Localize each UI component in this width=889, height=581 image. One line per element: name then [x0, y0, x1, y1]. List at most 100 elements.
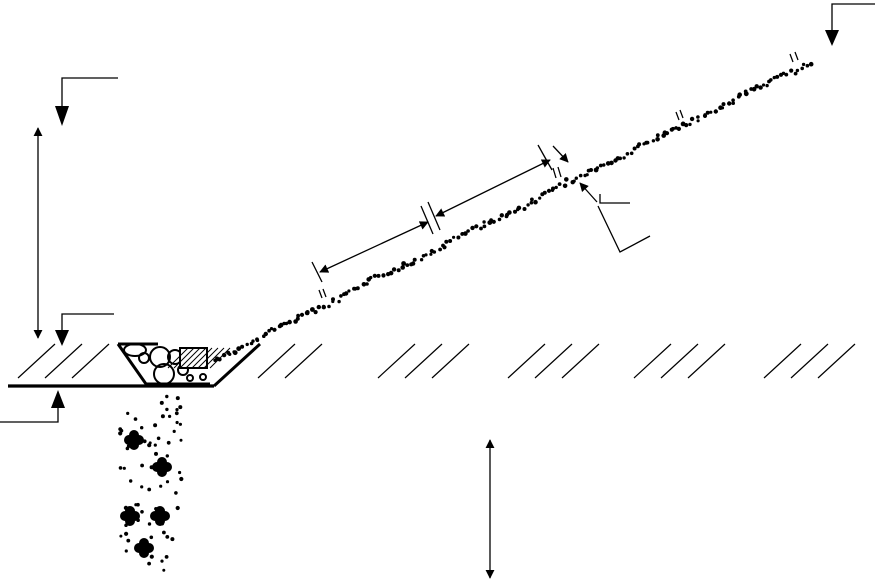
debris-dot-icon	[164, 555, 169, 559]
hatch-line	[17, 343, 56, 379]
debris-dot-icon	[507, 210, 512, 215]
debris-dot-icon	[758, 85, 763, 90]
debris-dot-icon	[148, 441, 152, 445]
debris-dot-icon	[602, 163, 606, 167]
hatch-line	[257, 343, 296, 379]
debris-dot-icon	[365, 282, 369, 286]
debris-dot-icon	[255, 338, 260, 343]
hatch-line	[817, 343, 856, 379]
debris-dot-icon	[140, 426, 144, 430]
debris-dot-icon	[637, 142, 642, 147]
debris-dot-icon	[165, 535, 170, 539]
debris-dot-icon	[133, 417, 138, 421]
debris-dot-icon	[165, 454, 169, 458]
debris-dot-icon	[245, 342, 249, 347]
hatch-line	[167, 347, 189, 369]
debris-dot-icon	[147, 522, 152, 526]
debris-dot-icon	[775, 74, 780, 79]
debris-dot-icon	[751, 86, 757, 92]
debris-dot-icon	[299, 312, 305, 317]
debris-dot-icon	[159, 484, 163, 488]
debris-dot-icon	[140, 485, 144, 489]
debris-dot-icon	[165, 394, 169, 399]
debris-dot-icon	[598, 163, 603, 168]
hatch-line	[44, 343, 83, 379]
debris-dot-icon	[466, 229, 470, 233]
debris-dot-icon	[572, 179, 576, 183]
debris-dot-icon	[124, 549, 128, 553]
debris-dot-icon	[769, 78, 773, 82]
hatch-line	[377, 343, 416, 379]
debris-dot-icon	[129, 479, 133, 483]
dimension-arrow-icon	[319, 221, 429, 273]
debris-dot-icon	[482, 224, 487, 229]
debris-dot-icon	[321, 305, 326, 310]
debris-dot-icon	[405, 263, 410, 267]
debris-dot-icon	[381, 273, 386, 278]
boulder-icon	[138, 352, 150, 364]
debris-dot-icon	[305, 310, 310, 315]
debris-dot-icon	[538, 196, 542, 200]
debris-dot-icon	[372, 273, 377, 278]
debris-dot-icon	[684, 123, 689, 128]
debris-dot-icon	[178, 470, 182, 475]
debris-dot-icon	[789, 68, 794, 73]
debris-dot-icon	[448, 239, 453, 243]
debris-dot-icon	[337, 299, 341, 304]
debris-dot-icon	[743, 91, 749, 97]
boulder-icon	[199, 373, 207, 381]
hatch-line	[284, 343, 323, 379]
debris-dot-icon	[140, 510, 144, 514]
debris-dot-icon	[174, 411, 179, 416]
path-tick-marks	[318, 51, 799, 299]
debris-dot-icon	[178, 405, 183, 410]
boulder-icon	[149, 346, 171, 368]
hatch-line	[660, 343, 699, 379]
debris-dot-icon	[343, 291, 349, 296]
debris-dot-icon	[251, 339, 255, 343]
debris-dot-icon	[313, 310, 318, 315]
debris-dot-icon	[522, 207, 527, 211]
debris-dot-icon	[474, 224, 479, 229]
debris-dot-icon	[316, 304, 321, 310]
debris-cluster-icon	[157, 467, 167, 477]
debris-dot-icon	[295, 316, 300, 321]
debris-dot-icon	[424, 253, 428, 257]
debris-dot-icon	[310, 307, 315, 312]
debris-dot-icon	[432, 250, 437, 254]
debris-dot-icon	[149, 554, 154, 559]
debris-dot-icon	[140, 463, 145, 468]
debris-dot-icon	[438, 247, 442, 252]
debris-dot-icon	[236, 346, 242, 351]
debris-dot-icon	[546, 188, 552, 193]
hatch-line	[179, 347, 201, 369]
debris-dot-icon	[622, 156, 626, 160]
debris-dot-icon	[655, 137, 660, 142]
debris-dot-icon	[609, 160, 614, 166]
debris-dot-icon	[499, 213, 504, 218]
debris-dot-icon	[396, 268, 401, 273]
debris-dot-icon	[470, 225, 475, 231]
debris-dot-icon	[166, 440, 171, 445]
debris-dot-icon	[689, 116, 695, 122]
debris-dot-icon	[272, 327, 277, 332]
debris-dot-icon	[761, 83, 766, 87]
debris-dot-icon	[179, 476, 184, 482]
debris-dot-icon	[720, 106, 725, 110]
debris-dot-icon	[153, 443, 157, 447]
debris-dot-icon	[175, 420, 179, 425]
debris-dot-icon	[632, 146, 637, 151]
hatch-line	[431, 343, 470, 379]
debris-dot-icon	[232, 350, 238, 356]
debris-dot-icon	[361, 282, 367, 287]
hatch-line	[71, 343, 110, 379]
hatch-line	[561, 343, 600, 379]
debris-dot-icon	[419, 258, 424, 262]
debris-dot-icon	[269, 327, 274, 331]
debris-dot-icon	[168, 414, 172, 418]
down-arrow-icon	[55, 330, 69, 346]
debris-dot-icon	[589, 168, 593, 172]
debris-dot-icon	[442, 245, 447, 250]
debris-dot-icon	[516, 205, 522, 211]
debris-dot-icon	[808, 61, 814, 67]
